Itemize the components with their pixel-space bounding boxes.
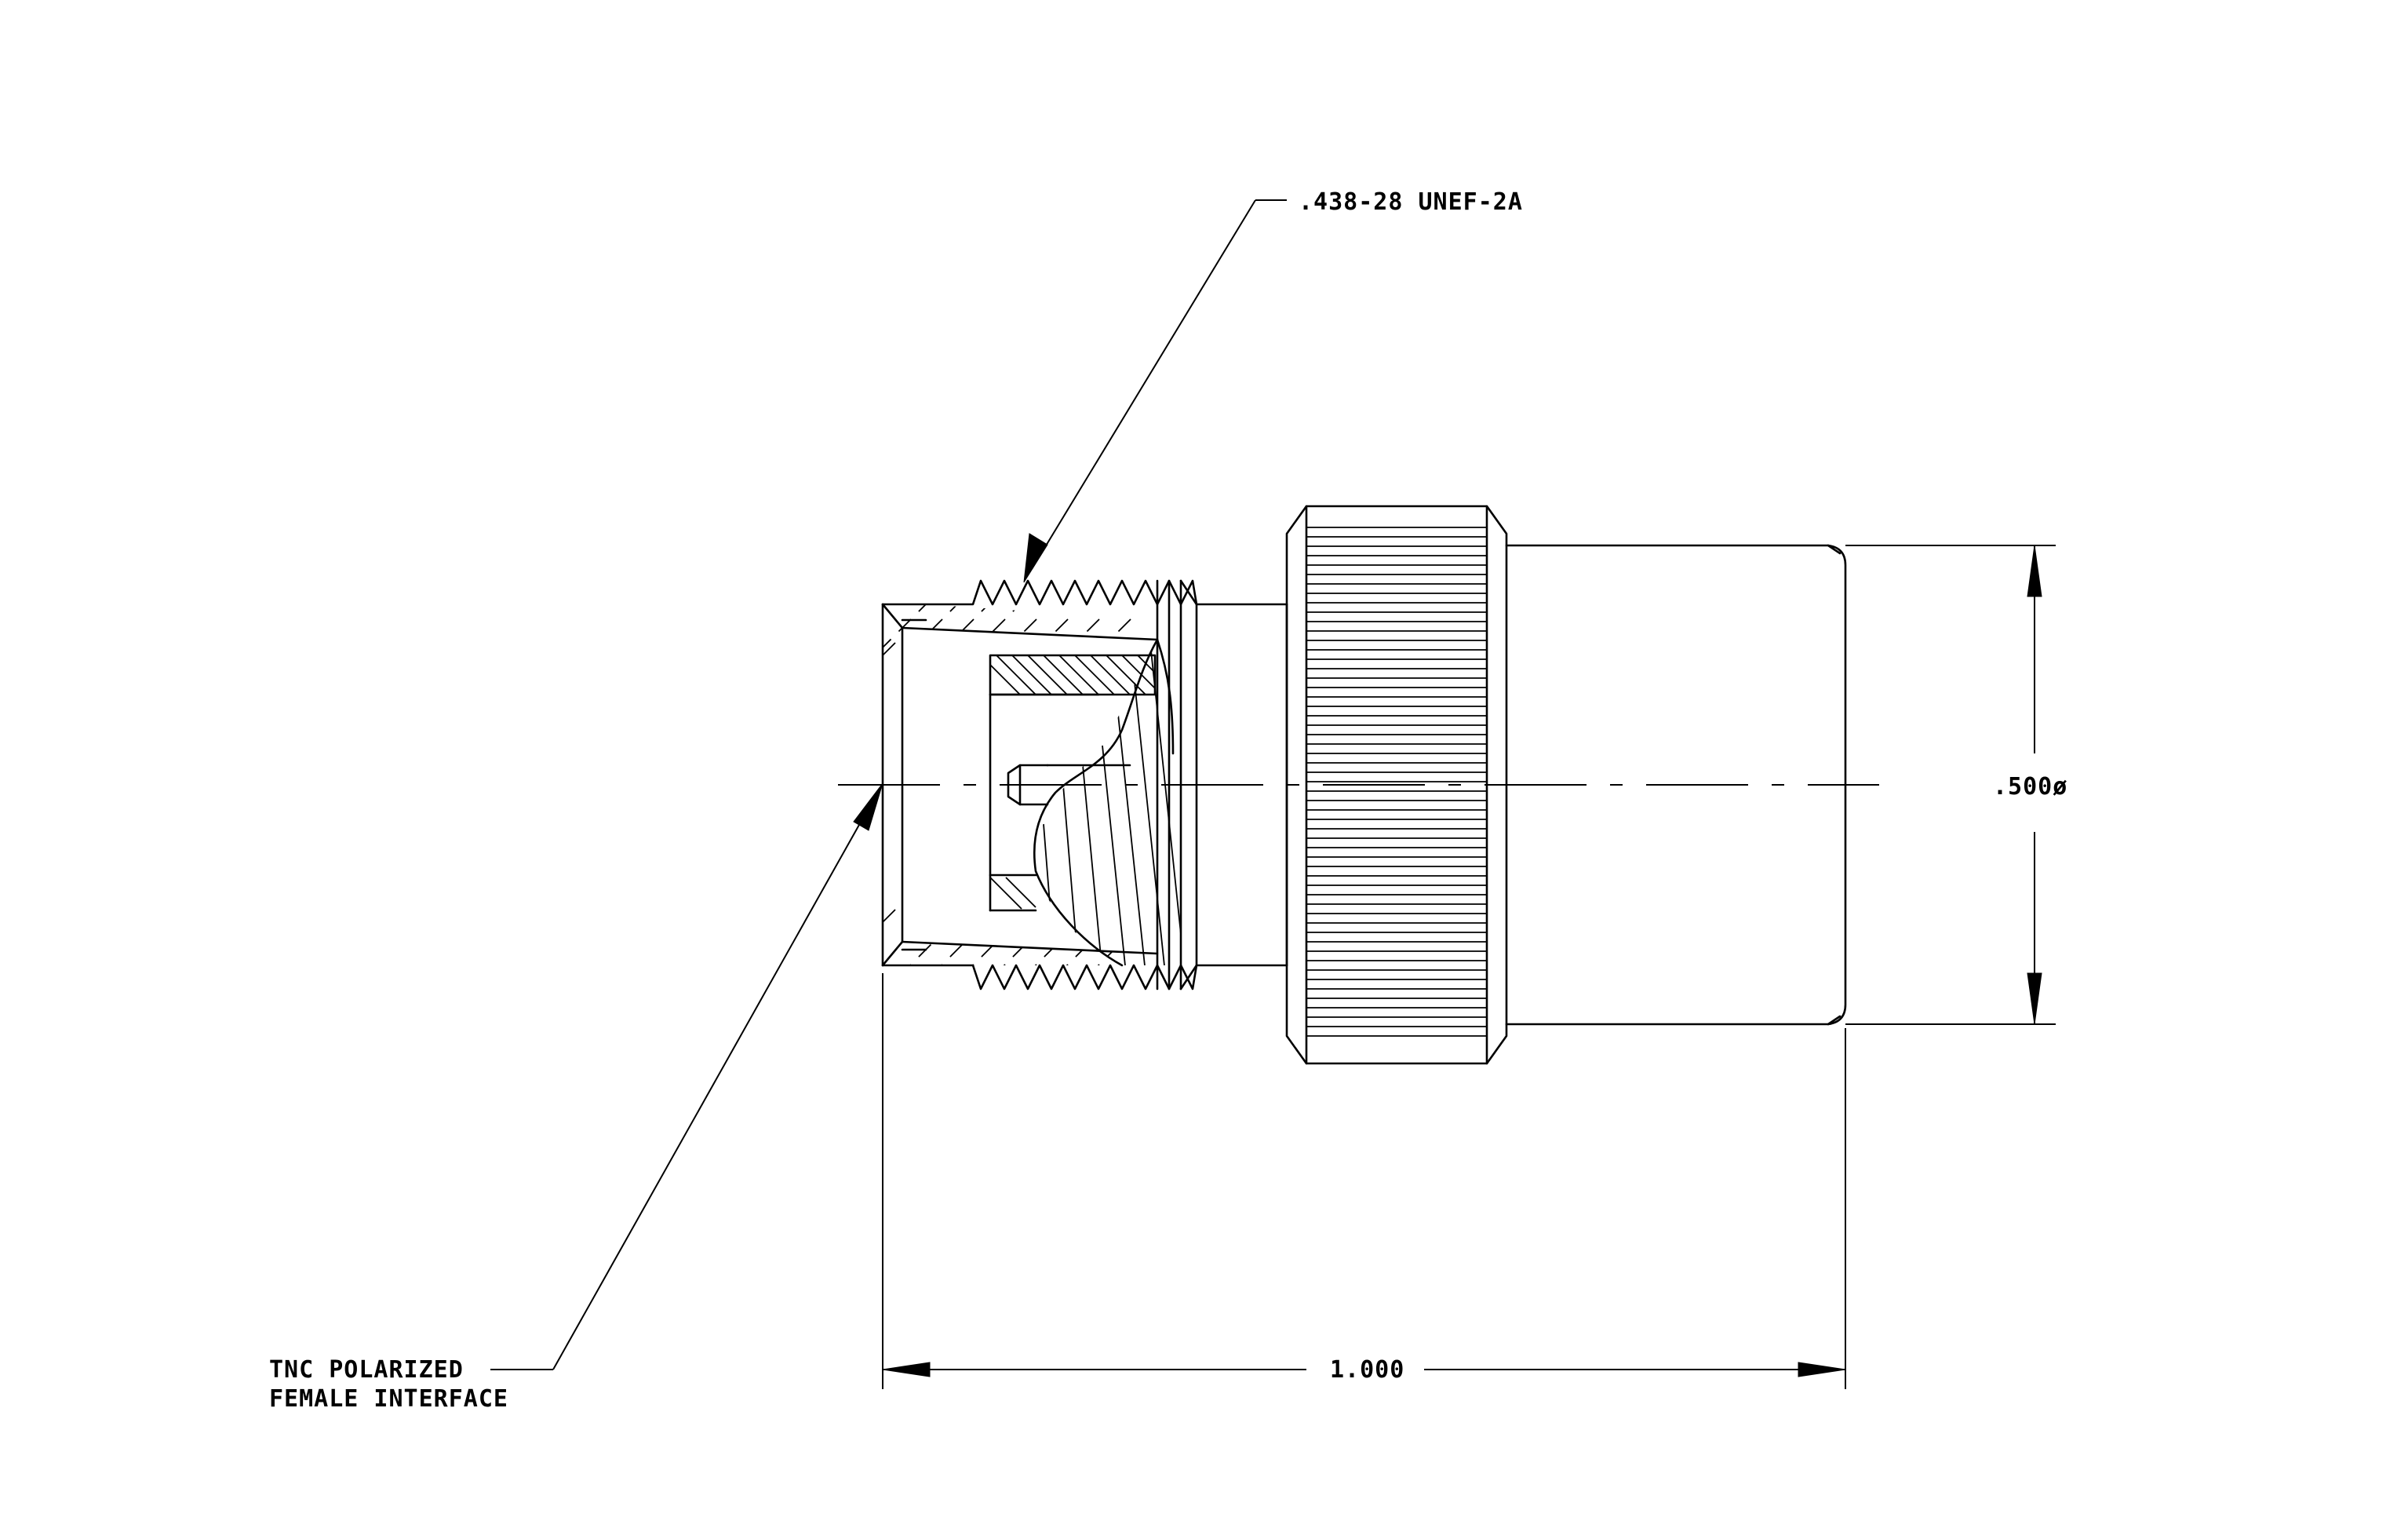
cone-hatching	[1043, 635, 1181, 965]
inner-cavity	[989, 654, 1157, 912]
interface-arrowhead	[853, 782, 883, 831]
rear-body	[1505, 544, 1847, 1026]
diameter-arrow-bottom	[2027, 972, 2042, 1025]
length-value: 1.000	[1330, 1356, 1404, 1384]
dielectric-cone	[1033, 638, 1175, 967]
diameter-arrow-top	[2027, 545, 2042, 597]
length-arrow-right	[1798, 1362, 1846, 1377]
center-contact-pin	[1007, 764, 1131, 806]
interface-label-line2: FEMALE INTERFACE	[269, 1385, 508, 1413]
interface-label-line1: TNC POLARIZED	[269, 1356, 464, 1384]
thread-spec-label: .438-28 UNEF-2A	[1299, 188, 1523, 216]
knurl-lines	[1306, 527, 1487, 1037]
inner-sleeve-hatching	[990, 655, 1155, 695]
thread-callout-leader	[1023, 199, 1287, 583]
lower-sleeve	[989, 877, 1036, 910]
length-dimension	[882, 973, 1846, 1389]
diameter-value: .500ø	[1993, 773, 2067, 801]
diameter-dimension	[1845, 545, 2056, 1025]
thread-arrowhead	[1023, 533, 1048, 583]
length-arrow-left	[882, 1362, 931, 1377]
front-threaded-shell	[881, 579, 1198, 990]
interface-callout-leader	[490, 782, 883, 1370]
flange-collar	[1156, 579, 1198, 990]
